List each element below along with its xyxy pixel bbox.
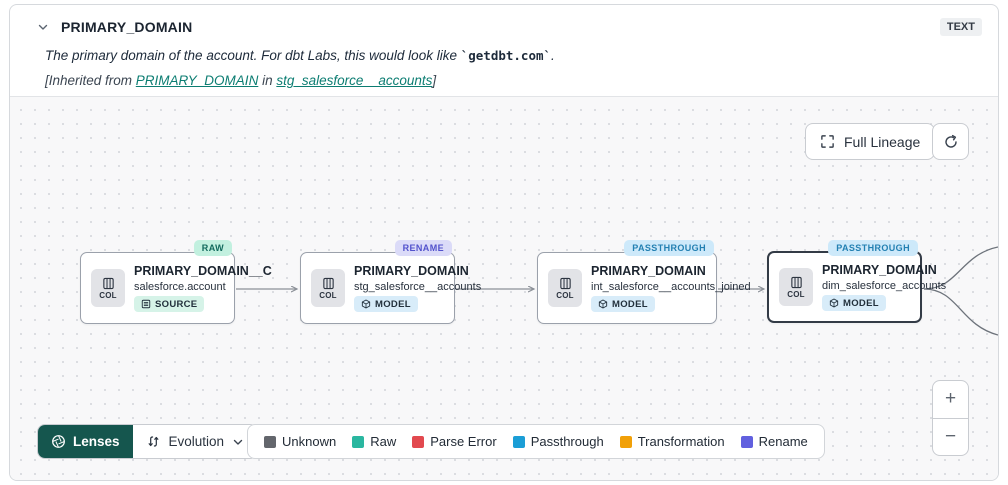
node-subtitle: dim_salesforce_accounts bbox=[822, 280, 947, 292]
column-icon bbox=[102, 277, 114, 289]
legend-swatch bbox=[740, 435, 753, 448]
lineage-node-int[interactable]: PASSTHROUGH COL PRIMARY_DOMAIN int_sales… bbox=[537, 240, 751, 324]
column-icon bbox=[559, 277, 571, 289]
status-badge: PASSTHROUGH bbox=[828, 240, 918, 256]
evolution-icon bbox=[148, 436, 158, 447]
lenses-label: Lenses bbox=[73, 434, 120, 449]
lineage-node-source[interactable]: RAW COL PRIMARY_DOMAIN__C salesforce.acc… bbox=[80, 240, 272, 324]
lenses-toolbar: Lenses Evolution bbox=[37, 424, 259, 459]
column-icon bbox=[322, 277, 334, 289]
inherited-model-link[interactable]: stg_salesforce__accounts bbox=[276, 73, 433, 88]
column-icon bbox=[790, 276, 802, 288]
lineage-node-stg[interactable]: RENAME COL PRIMARY_DOMAIN stg_salesforce… bbox=[300, 240, 482, 324]
column-chip: COL bbox=[311, 269, 345, 307]
zoom-in-button[interactable]: + bbox=[933, 381, 968, 419]
legend-swatch bbox=[352, 435, 365, 448]
column-description: The primary domain of the account. For d… bbox=[45, 48, 555, 63]
resource-type-badge: MODEL bbox=[822, 295, 886, 311]
panel-header: PRIMARY_DOMAIN TEXT The primary domain o… bbox=[10, 5, 998, 105]
status-badge: PASSTHROUGH bbox=[624, 240, 714, 256]
column-chip: COL bbox=[548, 269, 582, 307]
full-lineage-label: Full Lineage bbox=[844, 133, 921, 150]
zoom-out-button[interactable]: − bbox=[944, 425, 957, 447]
inherited-note: [Inherited from PRIMARY_DOMAIN in stg_sa… bbox=[45, 73, 437, 88]
column-chip: COL bbox=[91, 269, 125, 307]
legend-swatch bbox=[412, 435, 425, 448]
column-lineage-panel: PRIMARY_DOMAIN TEXT The primary domain o… bbox=[9, 4, 999, 481]
node-subtitle: salesforce.account bbox=[134, 281, 226, 293]
lens-selector[interactable]: Evolution bbox=[133, 425, 258, 458]
model-icon bbox=[361, 299, 371, 309]
expand-icon bbox=[821, 135, 834, 148]
node-title: PRIMARY_DOMAIN bbox=[822, 263, 937, 277]
legend-item: Raw bbox=[352, 434, 396, 449]
node-subtitle: stg_salesforce__accounts bbox=[354, 281, 482, 293]
source-icon bbox=[141, 299, 151, 309]
legend-item: Unknown bbox=[264, 434, 336, 449]
column-type-badge: TEXT bbox=[939, 18, 982, 36]
legend-swatch bbox=[264, 435, 276, 448]
refresh-icon bbox=[944, 134, 957, 148]
lens-aperture-icon bbox=[52, 435, 65, 448]
legend-swatch bbox=[619, 435, 632, 448]
lens-selected-label: Evolution bbox=[168, 434, 225, 449]
legend-item: Parse Error bbox=[412, 434, 497, 449]
description-code: `getdbt.com` bbox=[460, 48, 552, 63]
chevron-down-icon[interactable] bbox=[35, 19, 51, 35]
refresh-button[interactable] bbox=[932, 123, 969, 160]
legend-swatch bbox=[512, 435, 525, 448]
node-title: PRIMARY_DOMAIN bbox=[354, 264, 469, 278]
column-chip: COL bbox=[779, 268, 813, 306]
lenses-button[interactable]: Lenses bbox=[38, 425, 133, 458]
legend-item: Rename bbox=[740, 434, 808, 449]
zoom-controls: + − bbox=[932, 380, 969, 456]
chevron-down-icon bbox=[233, 439, 243, 445]
inherited-column-link[interactable]: PRIMARY_DOMAIN bbox=[135, 73, 259, 88]
node-subtitle: int_salesforce__accounts_joined bbox=[591, 281, 751, 293]
node-title: PRIMARY_DOMAIN bbox=[591, 264, 706, 278]
legend-item: Passthrough bbox=[512, 434, 604, 449]
resource-type-badge: MODEL bbox=[354, 296, 418, 312]
resource-type-badge: SOURCE bbox=[134, 296, 205, 312]
status-badge: RENAME bbox=[394, 240, 452, 256]
lineage-canvas[interactable]: RAW COL PRIMARY_DOMAIN__C salesforce.acc… bbox=[10, 96, 998, 480]
node-title: PRIMARY_DOMAIN__C bbox=[134, 264, 272, 278]
legend-item: Transformation bbox=[619, 434, 725, 449]
model-icon bbox=[598, 299, 608, 309]
status-legend: Unknown Raw Parse Error Passthrough Tran… bbox=[247, 424, 825, 459]
status-badge: RAW bbox=[193, 240, 232, 256]
lineage-node-dim[interactable]: PASSTHROUGH COL PRIMARY_DOMAIN dim_sales… bbox=[767, 240, 947, 323]
resource-type-badge: MODEL bbox=[591, 296, 655, 312]
model-icon bbox=[829, 298, 839, 308]
full-lineage-button[interactable]: Full Lineage bbox=[805, 123, 936, 160]
column-title: PRIMARY_DOMAIN bbox=[61, 19, 193, 35]
